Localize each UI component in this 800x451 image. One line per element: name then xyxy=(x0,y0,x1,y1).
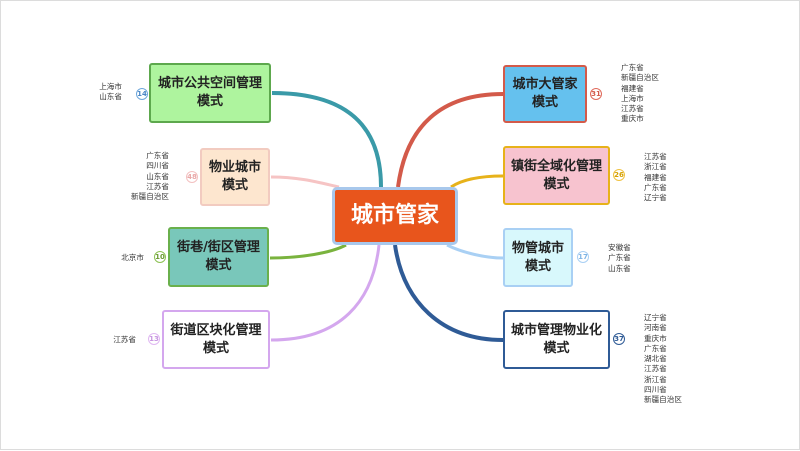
branch-link-8 xyxy=(393,244,504,342)
count-badge: 37 xyxy=(613,333,625,345)
province-list: 广东省 新疆自治区 福建省 上海市 江苏省 重庆市 xyxy=(621,63,659,125)
province-item: 山东省 xyxy=(608,263,631,273)
province-item: 新疆自治区 xyxy=(644,395,682,405)
topic-subdistrict-zoning[interactable]: 街道区块化管理模式 xyxy=(162,310,270,369)
central-topic-label: 城市管家 xyxy=(350,203,439,229)
province-item: 湖北省 xyxy=(644,354,667,364)
topic-title-line: 模式 xyxy=(205,258,232,273)
count-badge: 17 xyxy=(577,251,589,263)
province-item: 江苏省 xyxy=(146,181,169,191)
topic-title-line: 模式 xyxy=(196,94,223,109)
province-item: 四川省 xyxy=(644,385,667,395)
province-item: 浙江省 xyxy=(644,162,667,172)
province-item: 山东省 xyxy=(146,171,169,181)
province-item: 新疆自治区 xyxy=(131,192,169,202)
province-item: 广东省 xyxy=(608,253,631,263)
topic-title-line: 模式 xyxy=(531,95,558,110)
province-list: 广东省 四川省 山东省 江苏省 新疆自治区 xyxy=(131,151,169,202)
central-topic[interactable]: 城市管家 xyxy=(332,187,458,245)
province-item: 山东省 xyxy=(99,92,122,102)
topic-title-line: 街道区块化管理 xyxy=(170,322,262,338)
topic-title-line: 物管城市 xyxy=(511,240,564,256)
topic-urban-public-space[interactable]: 城市公共空间管理模式 xyxy=(149,63,271,123)
count-badge: 48 xyxy=(186,171,198,183)
topic-title-line: 镇街全域化管理 xyxy=(510,158,602,174)
topic-title-line: 模式 xyxy=(524,258,551,274)
topic-property-city[interactable]: 物业城市模式 xyxy=(200,148,270,206)
count-badge: 26 xyxy=(613,169,625,181)
province-list: 安徽省 广东省 山东省 xyxy=(608,243,631,274)
province-list: 江苏省 xyxy=(113,335,136,345)
province-list: 辽宁省 河南省 重庆市 广东省 湖北省 江苏省 浙江省 四川省 新疆自治区 xyxy=(644,313,682,406)
branch-link-4 xyxy=(270,244,381,342)
province-item: 重庆市 xyxy=(644,333,667,343)
count-badge: 10 xyxy=(154,251,166,263)
province-item: 辽宁省 xyxy=(644,193,667,203)
topic-property-managed-city[interactable]: 物管城市模式 xyxy=(503,228,573,287)
province-list: 上海市 山东省 xyxy=(99,82,122,103)
topic-town-street-full-area[interactable]: 镇街全域化管理模式 xyxy=(503,146,610,205)
topic-title-line: 模式 xyxy=(543,340,570,356)
province-item: 福建省 xyxy=(621,83,644,93)
province-item: 福建省 xyxy=(644,172,667,182)
topic-title-line: 街巷/街区管理 xyxy=(177,240,260,256)
topic-title-line: 物业城市 xyxy=(208,160,261,176)
topic-title-line: 城市大管家 xyxy=(512,77,578,93)
province-item: 广东省 xyxy=(644,343,667,353)
province-item: 重庆市 xyxy=(621,114,644,124)
topic-title-line: 城市公共空间管理 xyxy=(157,76,262,92)
province-item: 江苏省 xyxy=(113,335,136,344)
branch-link-1 xyxy=(271,91,383,188)
topic-title-line: 模式 xyxy=(221,178,248,193)
province-item: 江苏省 xyxy=(644,364,667,374)
topic-title-line: 模式 xyxy=(202,340,229,356)
topic-street-block[interactable]: 街巷/街区管理模式 xyxy=(168,227,269,287)
count-badge: 31 xyxy=(590,88,602,100)
province-list: 江苏省 浙江省 福建省 广东省 辽宁省 xyxy=(644,152,667,203)
topic-title-line: 城市管理物业化 xyxy=(510,322,602,338)
province-item: 北京市 xyxy=(121,253,144,262)
count-badge: 13 xyxy=(148,333,160,345)
province-item: 浙江省 xyxy=(644,374,667,384)
branch-link-3 xyxy=(269,243,347,260)
count-badge: 14 xyxy=(136,88,148,100)
province-item: 江苏省 xyxy=(621,104,644,114)
province-item: 安徽省 xyxy=(608,243,631,252)
branch-link-7 xyxy=(446,243,504,260)
topic-title-line: 模式 xyxy=(543,176,570,192)
province-item: 上海市 xyxy=(99,82,122,91)
province-item: 江苏省 xyxy=(644,152,667,161)
province-item: 广东省 xyxy=(644,182,667,192)
province-item: 河南省 xyxy=(644,323,667,333)
province-item: 四川省 xyxy=(146,161,169,171)
province-item: 新疆自治区 xyxy=(621,73,659,83)
province-item: 广东省 xyxy=(621,63,644,72)
topic-city-management-propertization[interactable]: 城市管理物业化模式 xyxy=(503,310,610,369)
province-item: 辽宁省 xyxy=(644,313,667,322)
branch-link-5 xyxy=(396,92,504,188)
province-list: 北京市 xyxy=(121,253,144,263)
branch-link-2 xyxy=(270,175,340,189)
province-item: 广东省 xyxy=(146,151,169,160)
topic-city-steward[interactable]: 城市大管家模式 xyxy=(503,65,587,123)
branch-link-6 xyxy=(450,174,504,189)
province-item: 上海市 xyxy=(621,93,644,103)
